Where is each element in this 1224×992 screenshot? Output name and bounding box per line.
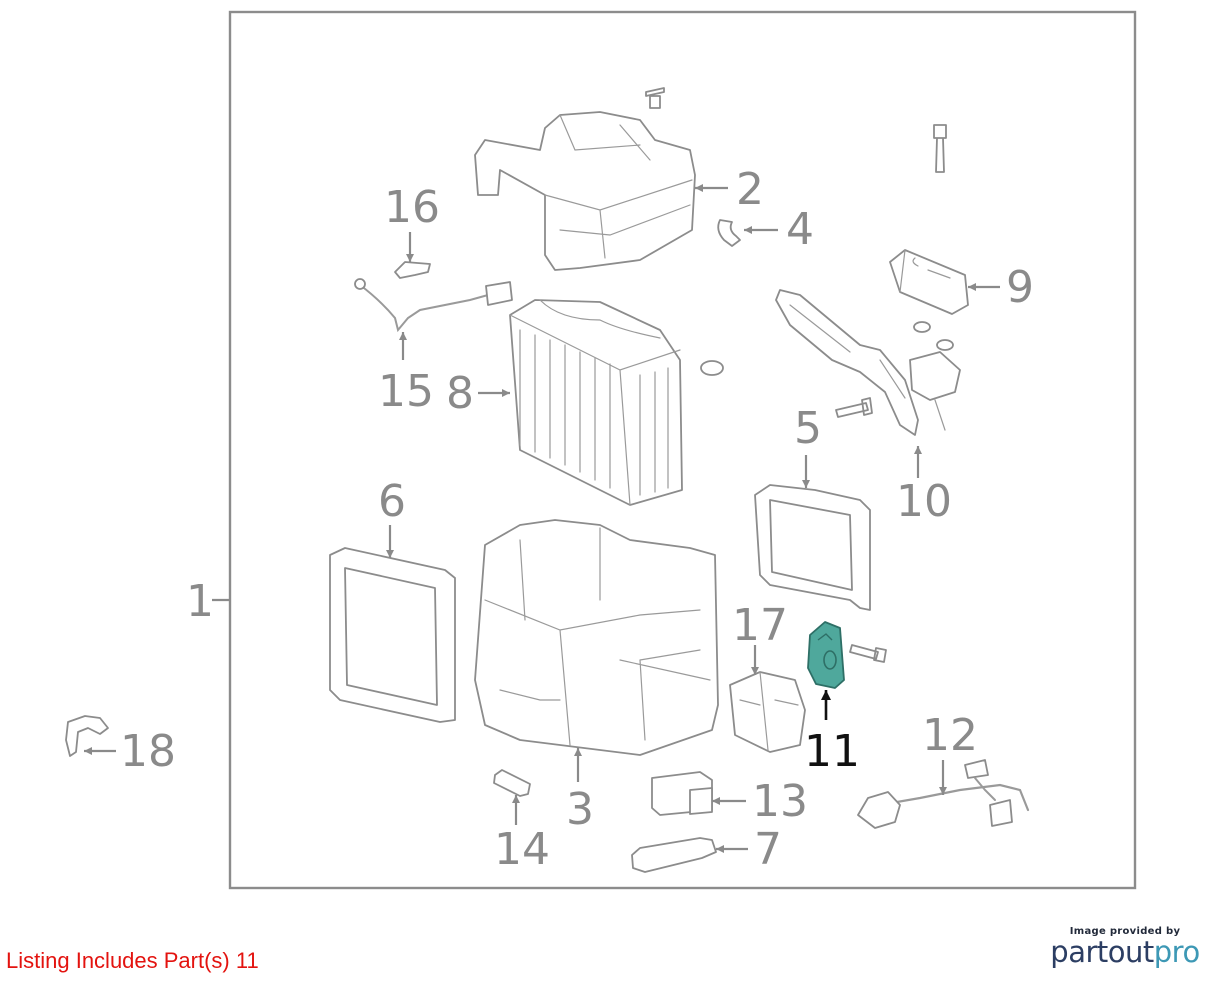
callout-13: 13 [752,776,808,827]
seal-right-part [754,484,871,611]
amplifier-part [651,771,713,816]
callout-9: 9 [1006,262,1034,313]
provider-name: partoutpro [1040,935,1210,969]
hose-part [65,715,109,757]
callout-4: 4 [786,204,814,255]
callout-14: 14 [494,824,550,875]
screw-part-2 [849,644,887,663]
callout-16: 16 [384,182,440,233]
expansion-valve-part [889,249,969,315]
callout-15: 15 [378,366,434,417]
listing-note: Listing Includes Part(s) 11 [6,948,259,973]
clip-part [717,219,741,247]
evaporator-part [509,299,683,506]
upper-case-part [474,87,696,271]
wire-harness-part [857,759,1030,829]
callout-8: 8 [446,368,474,419]
lower-case-part [474,519,719,756]
thermistor-wire-part [354,278,513,333]
provider-caption: Image provided by [1069,926,1181,937]
callout-17: 17 [732,600,788,651]
screw-part [835,397,873,418]
callout-11: 11 [804,726,860,777]
callout-2: 2 [736,164,764,215]
servo-part [729,671,806,753]
callout-7: 7 [754,824,782,875]
diagram-frame [228,10,1137,890]
seal-left-part [329,547,456,723]
callout-3: 3 [566,784,594,835]
bracket-part [631,837,717,873]
bolt-part [933,124,947,173]
clamp-part [394,261,431,279]
provider-name-part2: pro [1153,935,1200,969]
pipe-part [775,289,961,436]
callout-12: 12 [922,710,978,761]
callout-10: 10 [896,476,952,527]
fitting-part [493,769,531,797]
callout-6: 6 [378,476,406,527]
highlighted-part-11 [807,621,845,689]
provider-logo: Image provided by partoutpro [1040,926,1210,969]
callout-5: 5 [794,403,822,454]
callout-18: 18 [120,726,176,777]
callout-1: 1 [186,576,214,627]
provider-name-part1: partout [1050,935,1154,969]
